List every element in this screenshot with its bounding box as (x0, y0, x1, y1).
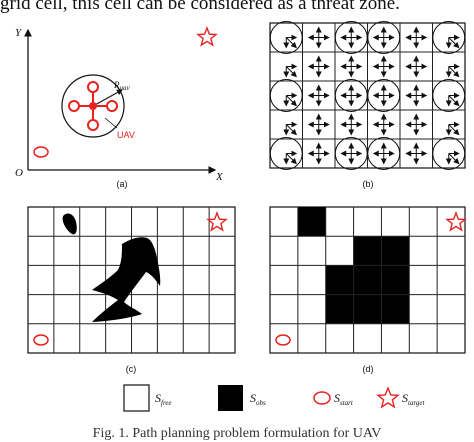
legend-free: Sfree (155, 391, 172, 407)
panel-d-label: (d) (363, 364, 374, 374)
uav-range-circle (61, 74, 125, 138)
direction-arrow (285, 66, 297, 78)
uav-icon (68, 81, 118, 131)
obstacle-cell (381, 265, 410, 295)
start-marker-d (275, 334, 291, 346)
obstacle-cell (325, 294, 354, 324)
direction-arrow (285, 95, 297, 107)
direction-arrow (448, 153, 460, 165)
panel-c-label: (c) (126, 364, 137, 374)
grid-cell-circle (432, 21, 466, 54)
legend-obs: Sobs (250, 391, 266, 407)
obstacle-cell (381, 236, 410, 266)
grid-cell-circle (367, 79, 401, 112)
obstacle-cell (325, 265, 354, 295)
grid-cell-circle (334, 21, 368, 54)
grid-cell-circle (432, 137, 466, 170)
obstacle-large (92, 237, 161, 322)
legend-free-swatch (123, 384, 150, 412)
grid-cell-circle (432, 79, 466, 112)
start-marker (33, 146, 49, 158)
y-axis-label: Y (15, 27, 23, 39)
obstacle-cell (353, 236, 382, 266)
grid-cell-circle (334, 137, 368, 170)
direction-arrow (448, 37, 460, 49)
figure-caption: Fig. 1. Path planning problem formulatio… (92, 426, 382, 441)
panel-b-label: (b) (363, 179, 374, 189)
legend-start: Sstart (334, 391, 354, 407)
obstacle-cell (353, 265, 382, 295)
legend-start-swatch (313, 391, 331, 405)
grid-cell-circle (367, 21, 401, 54)
grid-cell-circle (334, 79, 368, 112)
legend-target-swatch (376, 386, 400, 409)
direction-arrow (285, 37, 297, 49)
target-star-d (445, 211, 467, 232)
legend: Sfree Sobs Sstart Starget (123, 384, 426, 412)
panel-b: (b) (269, 21, 466, 189)
panel-d: (d) (269, 206, 467, 374)
direction-arrow (448, 124, 460, 136)
panel-a: Y X O Ruav UAV (a) (15, 26, 224, 189)
top-text-fragment: grid cell, this cell can be considered a… (0, 0, 400, 14)
origin-label: O (15, 167, 23, 179)
direction-arrow (448, 95, 460, 107)
panel-a-label: (a) (117, 179, 128, 189)
radius-arrow (92, 89, 123, 107)
obstacle-cell (381, 294, 410, 324)
start-marker-c (33, 334, 49, 346)
direction-arrow (285, 124, 297, 136)
direction-arrow (448, 66, 460, 78)
grid-cell-circle (269, 137, 303, 170)
obstacle-cell (297, 207, 326, 237)
direction-arrow (285, 153, 297, 165)
panel-c: (c) (27, 206, 236, 374)
x-axis-label: X (215, 171, 224, 183)
obstacle-small (62, 213, 77, 235)
obstacle-cell (353, 294, 382, 324)
uav-label: UAV (117, 130, 135, 140)
target-star (196, 26, 218, 47)
grid-cell-circle (367, 137, 401, 170)
target-star-c (206, 211, 228, 232)
legend-obs-swatch (218, 385, 243, 411)
grid-cell-circle (269, 79, 303, 112)
legend-target: Starget (402, 391, 426, 407)
grid-cell-circle (269, 21, 303, 54)
radius-label: Ruav (113, 80, 131, 92)
